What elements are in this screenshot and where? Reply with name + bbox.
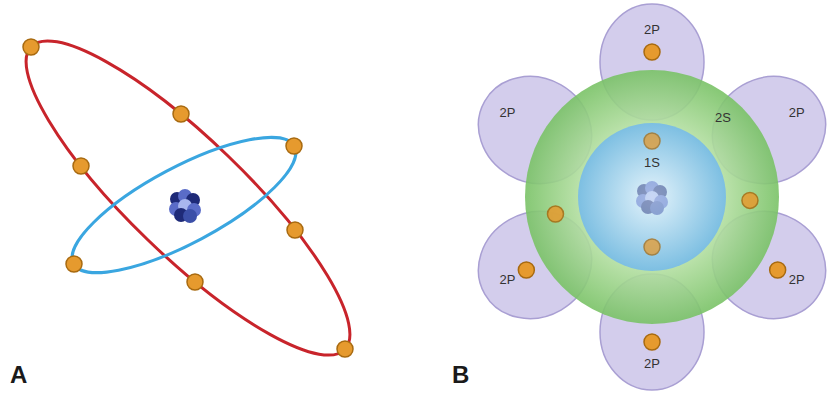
nucleus: [169, 189, 201, 223]
orbital-label: 2P: [499, 273, 515, 288]
electron: [644, 44, 660, 60]
electron: [547, 206, 563, 222]
orbital-label: 1S: [644, 156, 660, 171]
panel-letter-holder: A: [10, 362, 27, 388]
s1-shell: 1S: [577, 122, 727, 272]
orbital-label: 2P: [499, 106, 515, 121]
orbital-label: 2S: [715, 111, 731, 126]
nucleus: [636, 181, 668, 215]
orbital-label: 2P: [644, 357, 660, 372]
panel-letter-holder: B: [452, 362, 469, 388]
orbital-label: 2P: [789, 273, 805, 288]
orbital-label: 2P: [644, 23, 660, 38]
electron: [518, 262, 534, 278]
electron: [644, 133, 660, 149]
electron: [742, 192, 758, 208]
electron: [23, 39, 353, 357]
shell-shape: [577, 122, 727, 272]
outer-orbit: [0, 5, 385, 391]
s2-shell: 2S 1S: [524, 69, 780, 325]
panel-letter: B: [452, 362, 469, 388]
electron: [644, 239, 660, 255]
orbital-label: 2P: [789, 106, 805, 121]
inner-orbit: [56, 113, 312, 297]
panel-letter: A: [10, 362, 27, 388]
electron: [770, 262, 786, 278]
electron: [644, 334, 660, 350]
